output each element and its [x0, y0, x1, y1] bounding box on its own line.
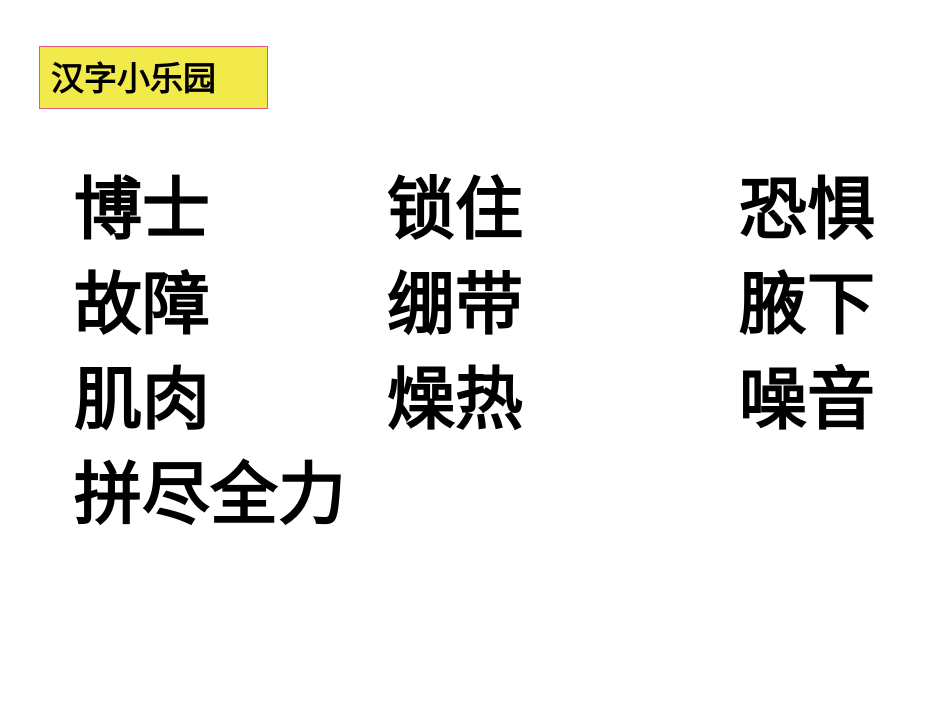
slide-title-box: 汉字小乐园 [39, 46, 268, 109]
vocab-word: 绷带 [387, 265, 524, 345]
vocab-word: 肌肉 [74, 360, 211, 440]
vocab-word: 噪音 [739, 360, 876, 440]
vocab-word: 燥热 [387, 360, 524, 440]
vocab-word: 恐惧 [739, 170, 876, 250]
vocab-word: 锁住 [387, 170, 524, 250]
vocab-word: 故障 [74, 265, 211, 345]
vocab-word: 拼尽全力 [74, 455, 347, 535]
vocab-word: 腋下 [739, 265, 876, 345]
vocab-word: 博士 [74, 170, 211, 250]
slide-title: 汉字小乐园 [51, 59, 216, 98]
